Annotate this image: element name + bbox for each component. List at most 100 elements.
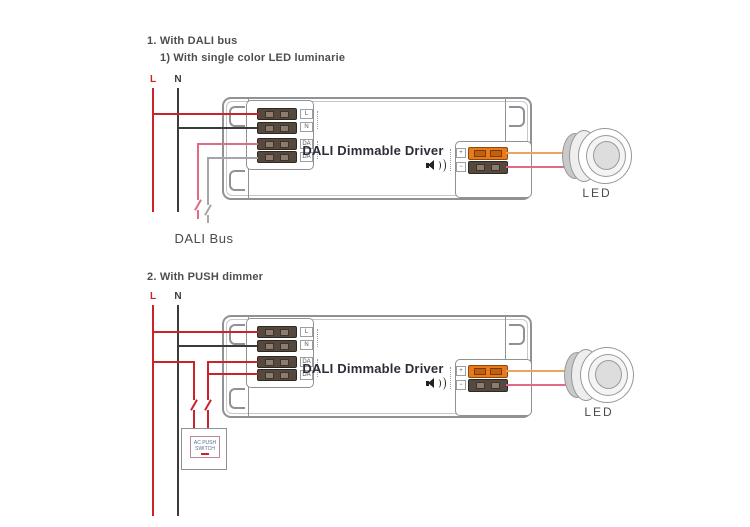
led-minus-wire xyxy=(506,166,578,168)
live-wire xyxy=(152,88,154,212)
terminal-label-l: L xyxy=(300,327,313,337)
dali-driver-1: L N DA DA DALI Dimmable Driver + − xyxy=(222,97,532,200)
terminal-screw xyxy=(264,110,274,118)
terminal-label-n: N xyxy=(300,122,313,132)
led-luminaire-1 xyxy=(560,127,634,185)
live-wire xyxy=(152,305,154,516)
terminal-screw xyxy=(280,153,290,161)
driver-title: DALI Dimmable Driver xyxy=(302,143,444,158)
buzzer-sound-icon xyxy=(425,376,447,391)
mount-hook-icon xyxy=(509,106,525,127)
terminal-label-da2: DA xyxy=(300,152,313,162)
terminal-screw xyxy=(490,150,503,157)
driver-title: DALI Dimmable Driver xyxy=(302,361,444,376)
terminal-screw xyxy=(280,140,290,148)
wire-break-icon xyxy=(204,204,212,216)
mount-hook-icon xyxy=(229,388,245,409)
terminal-row-da2 xyxy=(257,151,297,163)
output-label-plus: + xyxy=(456,148,466,158)
dali-bus-wire-a xyxy=(197,143,258,145)
dali-driver-2: L N DA DA DALI Dimmable Driver + − xyxy=(222,315,532,418)
terminal-screw xyxy=(490,368,503,375)
terminal-label-da1: DA xyxy=(300,357,313,367)
led-plus-wire xyxy=(506,152,572,154)
terminal-screw xyxy=(280,342,290,350)
sound-wave-icon xyxy=(439,159,446,172)
terminal-screw xyxy=(280,358,290,366)
led-label-2: LED xyxy=(584,405,614,419)
switch-label: AC PUSH SWITCH xyxy=(190,436,220,458)
section1-title: 1. With DALI bus xyxy=(147,35,238,47)
led-minus-wire xyxy=(506,384,580,386)
terminal-screw xyxy=(280,328,290,336)
wire-break-icon xyxy=(204,399,212,411)
terminal-screw xyxy=(280,124,290,132)
sound-wave-icon xyxy=(439,377,446,390)
speaker-body-icon xyxy=(426,163,429,168)
terminal-screw xyxy=(491,382,501,389)
speaker-body-icon xyxy=(426,381,429,386)
output-label-minus: − xyxy=(456,380,466,390)
mount-hook-icon xyxy=(229,170,245,191)
dali-bus-label: DALI Bus xyxy=(174,231,234,246)
output-terminal-minus xyxy=(468,161,508,174)
terminal-screw xyxy=(280,371,290,379)
mount-hook-icon xyxy=(229,324,245,345)
neutral-wire xyxy=(177,305,179,516)
terminal-screw xyxy=(264,358,274,366)
push-to-da1-wire xyxy=(207,361,258,363)
terminal-screw xyxy=(491,164,501,171)
led-center-ring xyxy=(595,360,622,389)
speaker-cone-icon xyxy=(428,378,434,388)
micro-spec-marks xyxy=(317,111,318,129)
micro-spec-marks xyxy=(317,359,318,377)
terminal-row-l xyxy=(257,108,297,120)
section1-subtitle: 1) With single color LED luminarie xyxy=(160,52,346,64)
terminal-row-n xyxy=(257,340,297,352)
switch-lead-left xyxy=(193,361,195,428)
terminal-screw xyxy=(264,124,274,132)
live-label-1: L xyxy=(149,74,157,85)
neutral-label-1: N xyxy=(174,74,182,85)
terminal-screw xyxy=(264,153,274,161)
output-terminal-plus xyxy=(468,365,508,378)
dali-bus-wire-b xyxy=(207,157,258,159)
terminal-screw xyxy=(264,342,274,350)
output-terminal-minus xyxy=(468,379,508,392)
terminal-screw xyxy=(280,110,290,118)
terminal-row-n xyxy=(257,122,297,134)
led-plus-wire xyxy=(506,370,576,372)
neutral-wire xyxy=(177,88,179,212)
terminal-label-n: N xyxy=(300,340,313,350)
neutral-feed-wire xyxy=(177,127,259,129)
buzzer-sound-icon xyxy=(425,158,447,173)
terminal-screw xyxy=(264,371,274,379)
led-label-1: LED xyxy=(582,186,612,200)
terminal-screw xyxy=(475,382,485,389)
live-feed-wire xyxy=(152,331,259,333)
neutral-label-2: N xyxy=(174,291,182,302)
terminal-row-l xyxy=(257,326,297,338)
ac-push-switch: AC PUSH SWITCH xyxy=(181,428,227,470)
mount-hook-icon xyxy=(509,324,525,345)
terminal-screw xyxy=(473,150,486,157)
live-label-2: L xyxy=(149,291,157,302)
terminal-label-da2: DA xyxy=(300,370,313,380)
switch-tap-wire xyxy=(152,361,195,363)
speaker-cone-icon xyxy=(428,160,434,170)
wire-break-icon xyxy=(190,399,198,411)
output-label-plus: + xyxy=(456,366,466,376)
led-center-ring xyxy=(593,141,620,170)
terminal-label-da1: DA xyxy=(300,139,313,149)
terminal-screw xyxy=(475,164,485,171)
dali-bus-wire-a xyxy=(197,143,199,219)
micro-spec-marks xyxy=(450,149,451,171)
output-label-minus: − xyxy=(456,162,466,172)
live-feed-wire xyxy=(152,113,259,115)
switch-indicator-mark xyxy=(201,453,209,455)
micro-spec-marks xyxy=(450,367,451,389)
section2-title: 2. With PUSH dimmer xyxy=(147,271,264,283)
terminal-screw xyxy=(473,368,486,375)
wire-break-icon xyxy=(194,199,202,211)
